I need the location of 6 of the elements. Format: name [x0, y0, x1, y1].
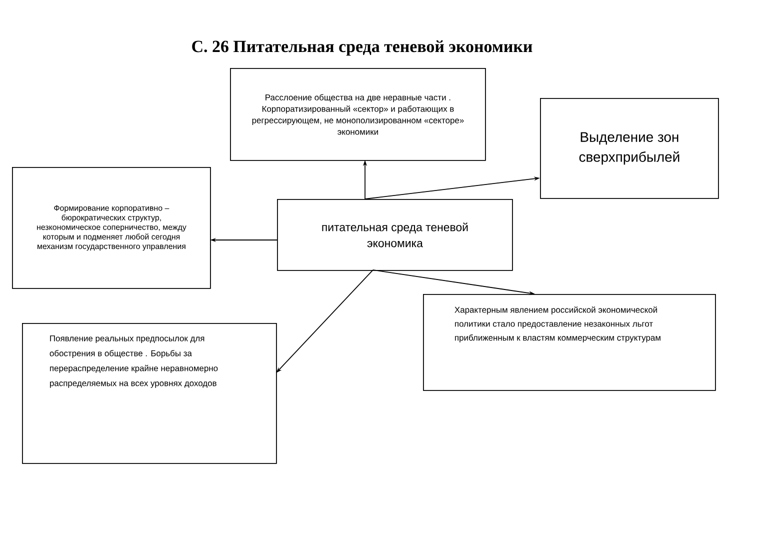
text-box: Появление реальных предпосылок для обострения в обществе . Борьбы за перераспределение крайне неравномерно распределяемых на всех уровнях доходов	[22, 323, 277, 464]
title: С. 26 Питательная среда теневой экономики	[192, 40, 532, 56]
text-box: Характерным явлением российской экономической политики стало предоставление незаконных льгот приближенным к властям коммерческим структурам	[423, 294, 716, 391]
text-box: Выделение зон сверхприбылей	[540, 98, 719, 199]
text-box: питательная среда теневой экономика	[277, 199, 513, 271]
text-box: Расслоение общества на две неравные части . Корпоратизированный «сектор» и работающих в регрессирующем, не монополизированном «секторе» экономики	[230, 68, 486, 161]
